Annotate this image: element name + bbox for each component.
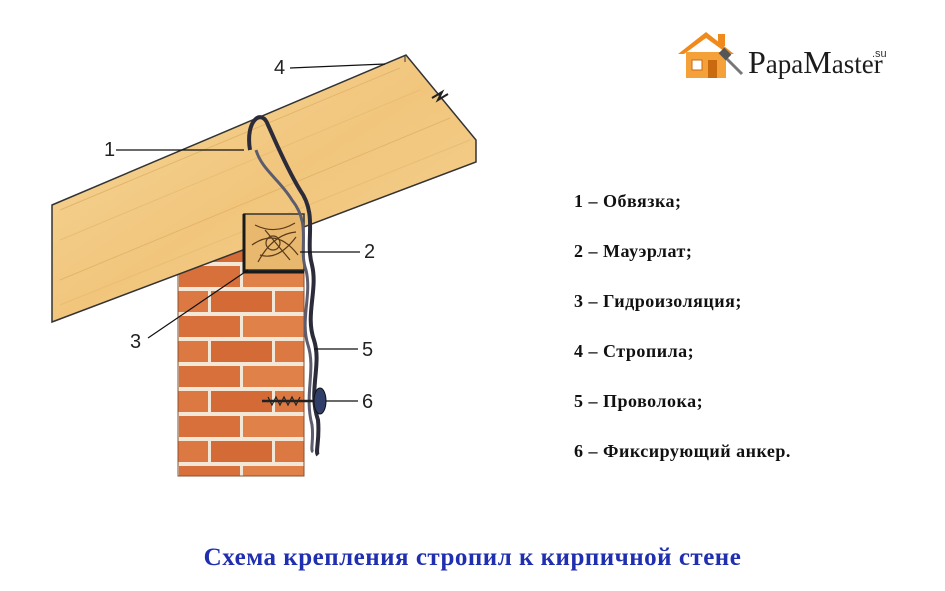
legend-list: 1 – Обвязка; 2 – Мауэрлат; 3 – Гидроизол… [574,190,791,490]
logo-domain-suffix: .su [872,48,887,60]
callout-6: 6 [362,391,373,413]
legend-item: 2 – Мауэрлат; [574,241,693,261]
callout-1: 1 [104,139,115,161]
papamaster-logo: PapaMaster .su [676,30,916,82]
legend-item: 1 – Обвязка; [574,191,682,211]
logo-word-aster: aster [831,49,883,79]
legend-item: 6 – Фиксирующий анкер. [574,441,791,461]
legend-item: 4 – Стропила; [574,341,695,361]
logo-letter-m: M [803,44,832,80]
legend-item: 5 – Проволока; [574,391,704,411]
logo-word-apa: apa [765,49,804,79]
callout-3: 3 [130,331,141,353]
callout-4: 4 [274,57,285,79]
callout-5: 5 [362,339,373,361]
wire-tie [247,115,321,457]
mauerlat-beam [243,213,305,271]
house-icon [678,32,744,78]
logo-letter-p: P [748,44,766,80]
legend-item: 3 – Гидроизоляция; [574,291,742,311]
fixing-anchor [262,387,327,415]
leader-lines [116,63,386,402]
diagram-caption: Схема крепления стропил к кирпичной стен… [203,544,742,571]
callout-2: 2 [364,241,375,263]
